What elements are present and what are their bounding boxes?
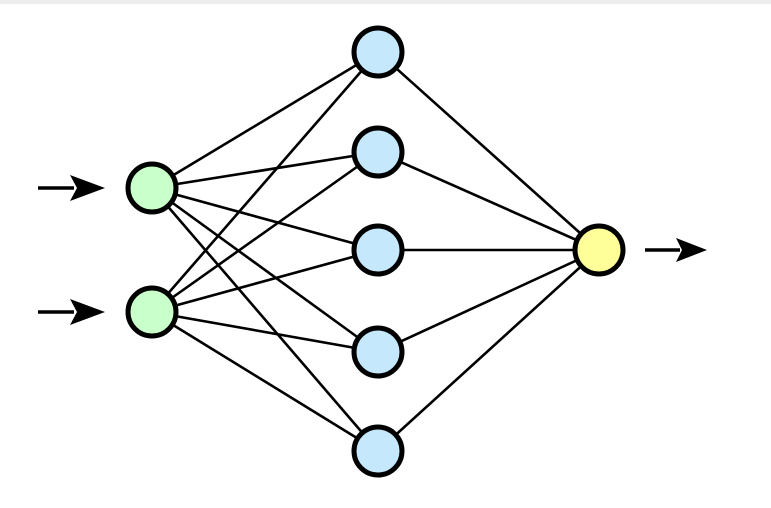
node-input-1[interactable] [125, 161, 179, 215]
edge-hidden-4-to-output-1 [377, 248, 600, 354]
edges-group [151, 50, 600, 453]
edge-input-1-to-hidden-3 [151, 186, 379, 252]
input-arrow-1-head [70, 175, 105, 201]
edge-hidden-5-to-output-1 [377, 249, 600, 452]
edge-hidden-2-to-output-1 [377, 150, 600, 252]
node-hidden-5[interactable] [351, 424, 405, 478]
output-arrow-1 [645, 238, 707, 262]
node-hidden-2[interactable] [351, 125, 405, 179]
node-hidden-4[interactable] [351, 325, 405, 379]
edge-input-2-to-hidden-4 [151, 310, 379, 354]
edge-input-1-to-hidden-4 [151, 186, 379, 354]
input-arrow-2 [38, 299, 105, 325]
edge-input-2-to-hidden-1 [151, 51, 379, 313]
edge-input-1-to-hidden-5 [151, 187, 379, 452]
node-hidden-1[interactable] [351, 25, 405, 79]
edge-input-2-to-hidden-3 [151, 248, 379, 314]
edge-input-1-to-hidden-2 [151, 150, 379, 190]
edge-hidden-1-to-output-1 [377, 51, 600, 251]
node-input-2[interactable] [125, 285, 179, 339]
input-arrow-1 [38, 175, 105, 201]
edge-input-1-to-hidden-1 [151, 50, 379, 190]
edge-input-2-to-hidden-2 [151, 150, 379, 314]
arrows-group [38, 175, 707, 325]
nodes-group [125, 25, 626, 478]
edge-input-2-to-hidden-5 [151, 310, 379, 453]
node-output-1[interactable] [572, 223, 626, 277]
node-hidden-3[interactable] [351, 223, 405, 277]
output-arrow-1-head [676, 238, 707, 262]
input-arrow-2-head [70, 299, 105, 325]
top-edge-strip [0, 0, 771, 4]
